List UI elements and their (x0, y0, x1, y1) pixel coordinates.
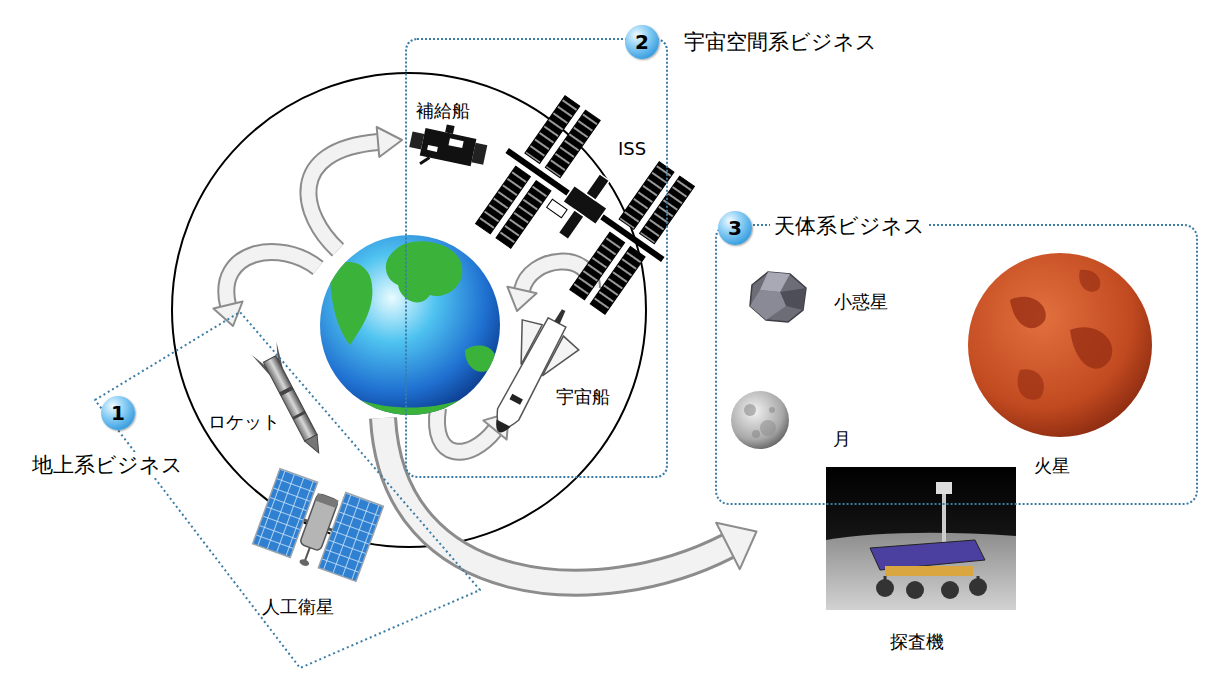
region-heading: 地上系ビジネス (28, 452, 187, 478)
rover-photo (826, 467, 1016, 610)
curved-arrow (213, 252, 318, 326)
part-label: 月 (833, 428, 851, 449)
curved-arrow (308, 127, 402, 250)
rocket (252, 342, 331, 460)
region-heading: 宇宙空間系ビジネス (680, 29, 881, 55)
label-slot: 人工衛星 (262, 596, 334, 618)
moon (731, 391, 789, 449)
part-label: 小惑星 (834, 291, 888, 312)
supply-ship (406, 118, 489, 177)
part-label: 火星 (1034, 455, 1070, 476)
region-outline-path (95, 312, 480, 668)
part-label: 補給船 (416, 100, 470, 121)
business-region: 天体系ビジネス3 (715, 224, 1198, 505)
label-slot: ロケット (208, 411, 280, 433)
callout-number: 3 (728, 218, 742, 238)
heading-slot: 地上系ビジネス (28, 452, 187, 478)
label-slot: 月 (833, 428, 851, 450)
label-slot: 宇宙船 (556, 386, 610, 408)
part-label: ロケット (208, 411, 280, 432)
asteroid (750, 272, 806, 322)
part-label: ISS (618, 138, 646, 159)
label-slot: 探査機 (890, 631, 944, 653)
heading-slot: 宇宙空間系ビジネス (680, 29, 881, 55)
part-label: 探査機 (890, 631, 944, 652)
region-heading: 天体系ビジネス (770, 213, 929, 239)
earth (320, 235, 500, 420)
number-badge: 1 (101, 396, 135, 430)
callout-number: 1 (111, 403, 125, 423)
label-slot: 火星 (1034, 455, 1070, 477)
part-label: 人工衛星 (262, 596, 334, 617)
label-slot: 小惑星 (834, 291, 888, 313)
satellite (252, 469, 384, 585)
label-slot: 補給船 (416, 100, 470, 122)
number-badge: 2 (625, 25, 659, 59)
big-arrow (383, 418, 757, 583)
number-badge: 3 (718, 211, 752, 245)
spaceship (471, 295, 592, 447)
iss (462, 87, 707, 324)
callout-number: 2 (635, 32, 649, 52)
part-label: 宇宙船 (556, 386, 610, 407)
mars (968, 253, 1152, 437)
label-slot: ISS (618, 138, 646, 160)
heading-slot: 天体系ビジネス (770, 213, 929, 239)
